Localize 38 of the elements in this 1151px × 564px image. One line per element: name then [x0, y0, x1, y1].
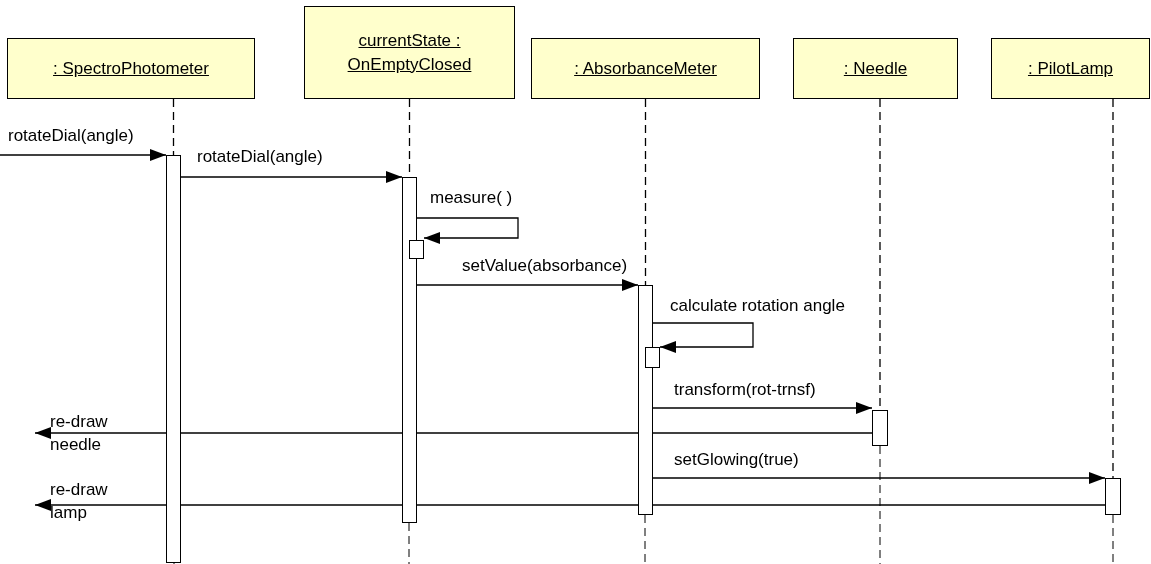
object-box — [7, 38, 255, 99]
message-label: re-draw lamp — [49, 479, 109, 524]
message-label: setValue(absorbance) — [460, 256, 630, 276]
object-box — [531, 38, 760, 99]
object-box — [304, 6, 515, 99]
message-label: rotateDial(angle) — [6, 126, 136, 146]
object-name: : Needle — [843, 57, 908, 80]
message-label: transform(rot-trnsf) — [672, 380, 818, 400]
message-label: re-draw needle — [49, 411, 109, 456]
activation-bar — [1105, 478, 1121, 515]
message-arrow — [416, 279, 639, 291]
lifeline — [644, 98, 647, 286]
message-arrow — [180, 171, 403, 183]
object-name: : SpectroPhotometer — [53, 57, 209, 80]
object-box — [991, 38, 1150, 99]
lifeline — [1112, 98, 1114, 479]
message-label: rotateDial(angle) — [195, 147, 325, 167]
message-label: setGlowing(true) — [672, 450, 801, 470]
lifeline — [172, 98, 175, 156]
activation-bar — [872, 410, 888, 446]
message-arrow — [0, 149, 167, 161]
message-arrow — [34, 499, 1106, 511]
message-arrow — [652, 322, 754, 353]
message-arrow — [34, 427, 873, 439]
object-name: currentState : OnEmptyClosed — [346, 29, 473, 76]
message-label: measure( ) — [428, 188, 515, 208]
activation-bar — [645, 347, 660, 368]
object-box — [793, 38, 958, 99]
message-arrow — [652, 402, 873, 414]
object-name: : PilotLamp — [1027, 57, 1113, 80]
message-arrow — [652, 472, 1106, 484]
message-label: calculate rotation angle — [668, 296, 847, 316]
activation-bar — [402, 177, 417, 523]
activation-bar — [409, 240, 424, 259]
activation-bar — [638, 285, 653, 515]
object-name: : AbsorbanceMeter — [574, 57, 717, 80]
activation-bar — [166, 155, 181, 563]
message-arrow — [416, 217, 519, 244]
